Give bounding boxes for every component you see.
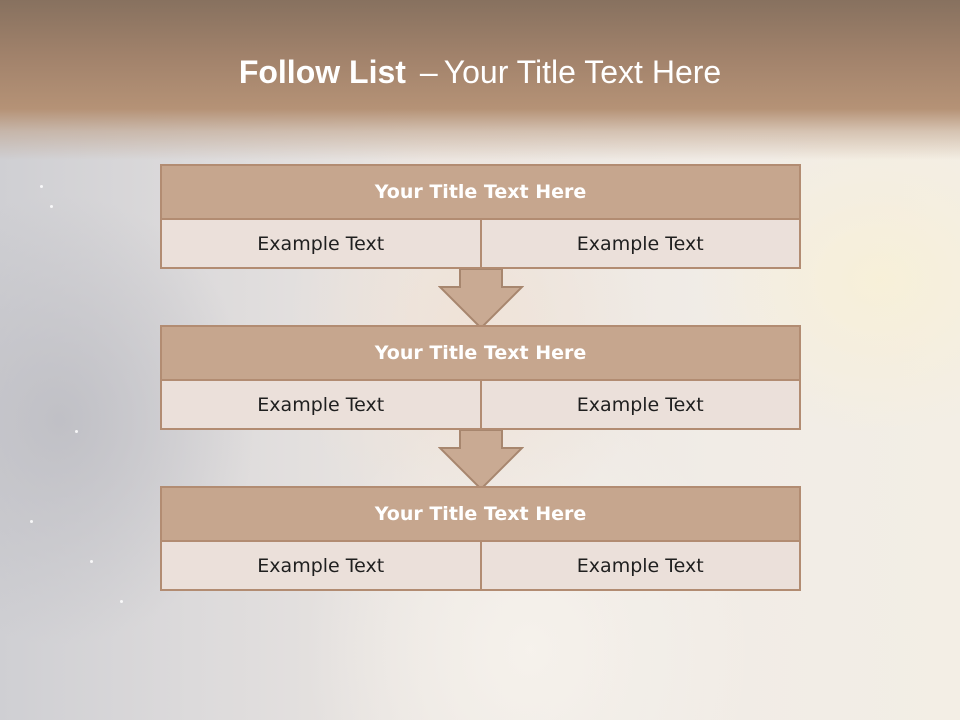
title-dash: – [419, 54, 438, 90]
down-arrow-icon [438, 269, 524, 329]
step-row-1: Example Text Example Text [160, 220, 801, 269]
title-rest: Your Title Text Here [443, 54, 722, 90]
down-arrow-icon [438, 430, 524, 490]
step-1-cell-right: Example Text [481, 220, 801, 269]
step-block-3: Your Title Text Here Example Text Exampl… [160, 486, 801, 591]
title-band [0, 0, 960, 160]
snowflake [90, 560, 93, 563]
snowflake [40, 185, 43, 188]
title-bold: Follow List [238, 54, 406, 90]
step-row-2: Example Text Example Text [160, 381, 801, 430]
snowflake [120, 600, 123, 603]
step-title-1: Your Title Text Here [160, 164, 801, 220]
step-3-cell-left: Example Text [160, 542, 482, 591]
step-row-3: Example Text Example Text [160, 542, 801, 591]
slide-title: Follow List–Your Title Text Here [0, 54, 960, 91]
snowflake [75, 430, 78, 433]
step-title-3: Your Title Text Here [160, 486, 801, 542]
snowflake [30, 520, 33, 523]
step-block-2: Your Title Text Here Example Text Exampl… [160, 325, 801, 430]
step-2-cell-left: Example Text [160, 381, 482, 430]
step-title-2: Your Title Text Here [160, 325, 801, 381]
step-1-cell-left: Example Text [160, 220, 482, 269]
step-block-1: Your Title Text Here Example Text Exampl… [160, 164, 801, 269]
step-2-cell-right: Example Text [481, 381, 801, 430]
snowflake [50, 205, 53, 208]
step-3-cell-right: Example Text [481, 542, 801, 591]
